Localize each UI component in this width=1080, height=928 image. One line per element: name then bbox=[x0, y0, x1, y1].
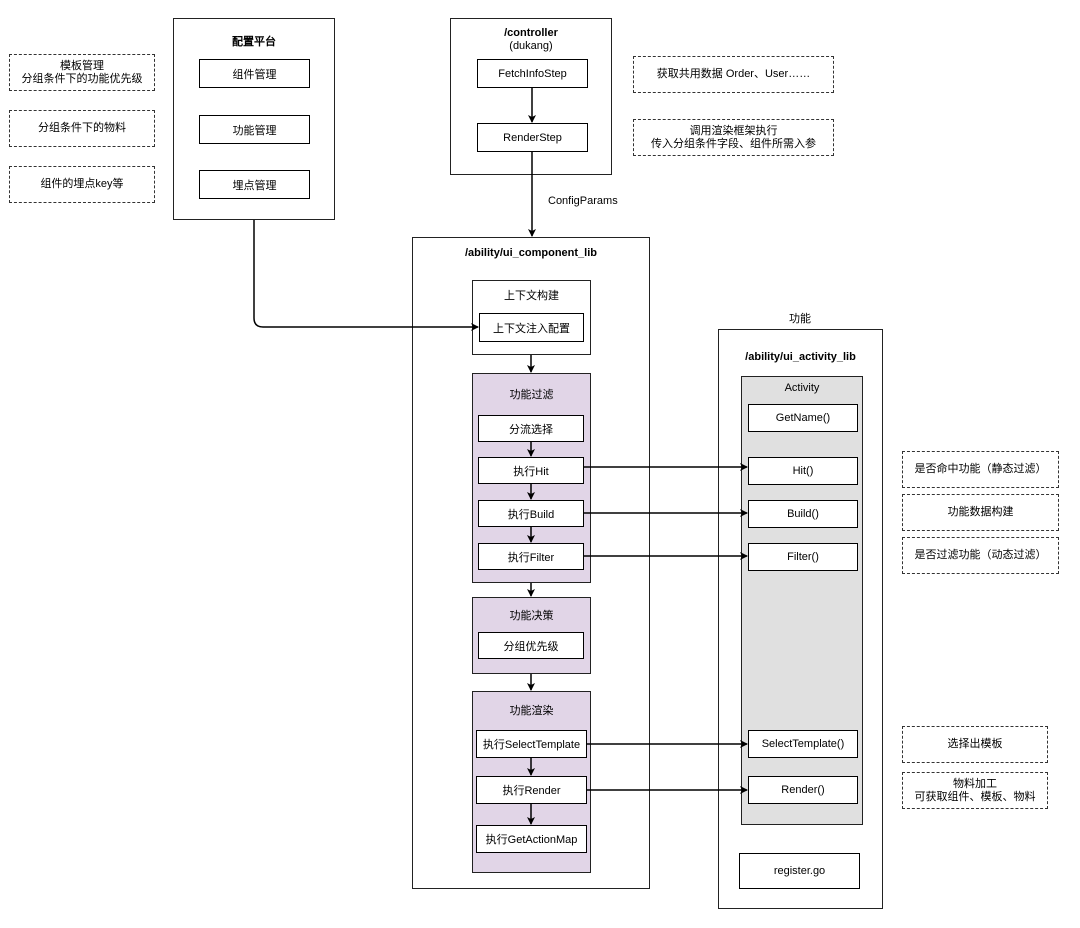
render-step-label: RenderStep bbox=[503, 131, 562, 144]
note-material-line2: 可获取组件、模板、物料 bbox=[914, 790, 1036, 803]
controller-title: /controller bbox=[504, 27, 558, 39]
exec-hit-label: 执行Hit bbox=[513, 465, 549, 478]
note-hit-text: 是否命中功能（静态过滤） bbox=[914, 463, 1047, 475]
group-priority-node: 分组优先级 bbox=[478, 632, 584, 659]
exec-build-node: 执行Build bbox=[478, 500, 584, 527]
component-lib-title: /ability/ui_component_lib bbox=[464, 247, 598, 259]
render-method-label: Render() bbox=[781, 784, 825, 796]
feature-filter-title: 功能过滤 bbox=[509, 389, 554, 401]
note-fetch-common-data: 获取共用数据 Order、User…… bbox=[633, 56, 834, 93]
select-template-method-label: SelectTemplate() bbox=[761, 738, 845, 750]
select-template-method-node: SelectTemplate() bbox=[748, 730, 858, 758]
fetch-info-step-node: FetchInfoStep bbox=[477, 59, 588, 88]
get-name-method-label: GetName() bbox=[775, 412, 831, 424]
activity-lib-label-above: 功能 bbox=[789, 313, 811, 325]
traffic-split-label: 分流选择 bbox=[509, 423, 553, 436]
note-template-line2: 分组条件下的功能优先级 bbox=[21, 72, 143, 85]
exec-filter-label: 执行Filter bbox=[507, 551, 555, 564]
component-management-label: 组件管理 bbox=[232, 68, 277, 81]
note-build-text: 功能数据构建 bbox=[947, 506, 1014, 518]
note-tracking-text: 组件的埋点key等 bbox=[40, 178, 124, 190]
build-method-node: Build() bbox=[748, 500, 858, 528]
build-method-label: Build() bbox=[787, 508, 819, 520]
exec-get-action-map-label: 执行GetActionMap bbox=[485, 834, 578, 846]
context-inject-label: 上下文注入配置 bbox=[493, 322, 570, 335]
hit-method-node: Hit() bbox=[748, 457, 858, 485]
tracking-management-node: 埋点管理 bbox=[199, 170, 310, 199]
note-filter-dynamic: 是否过滤功能（动态过滤） bbox=[902, 537, 1059, 574]
config-params-label: ConfigParams bbox=[548, 195, 618, 207]
register-go-node: register.go bbox=[739, 853, 860, 889]
group-priority-label: 分组优先级 bbox=[503, 640, 559, 653]
feature-management-label: 功能管理 bbox=[232, 124, 277, 137]
feature-decision-title: 功能决策 bbox=[509, 610, 554, 622]
note-material-text: 分组条件下的物料 bbox=[38, 122, 126, 134]
context-inject-node: 上下文注入配置 bbox=[479, 313, 584, 342]
note-hit-static-filter: 是否命中功能（静态过滤） bbox=[902, 451, 1059, 488]
filter-method-label: Filter() bbox=[787, 551, 819, 563]
render-method-node: Render() bbox=[748, 776, 858, 804]
tracking-management-label: 埋点管理 bbox=[232, 179, 277, 192]
note-template-line1: 模板管理 bbox=[60, 59, 104, 72]
filter-method-node: Filter() bbox=[748, 543, 858, 571]
activity-title: Activity bbox=[784, 382, 820, 394]
activity-lib-title: /ability/ui_activity_lib bbox=[745, 351, 856, 363]
note-select-template: 选择出模板 bbox=[902, 726, 1048, 763]
traffic-split-node: 分流选择 bbox=[478, 415, 584, 442]
render-step-node: RenderStep bbox=[477, 123, 588, 152]
note-fetch-text: 获取共用数据 Order、User…… bbox=[656, 68, 811, 80]
exec-select-template-node: 执行SelectTemplate bbox=[476, 730, 587, 758]
get-name-method-node: GetName() bbox=[748, 404, 858, 432]
note-material-line1: 物料加工 bbox=[953, 777, 997, 790]
note-material: 分组条件下的物料 bbox=[9, 110, 155, 147]
controller-subtitle: (dukang) bbox=[509, 40, 553, 52]
note-tracking: 组件的埋点key等 bbox=[9, 166, 155, 203]
exec-select-template-label: 执行SelectTemplate bbox=[482, 739, 581, 751]
feature-management-node: 功能管理 bbox=[199, 115, 310, 144]
note-filter-text: 是否过滤功能（动态过滤） bbox=[914, 549, 1047, 561]
context-build-title: 上下文构建 bbox=[504, 290, 559, 302]
feature-render-title: 功能渲染 bbox=[509, 705, 554, 717]
note-material-processing: 物料加工 可获取组件、模板、物料 bbox=[902, 772, 1048, 809]
component-management-node: 组件管理 bbox=[199, 59, 310, 88]
note-render-framework: 调用渲染框架执行 传入分组条件字段、组件所需入参 bbox=[633, 119, 834, 156]
exec-build-label: 执行Build bbox=[507, 508, 555, 521]
note-template-management: 模板管理 分组条件下的功能优先级 bbox=[9, 54, 155, 91]
register-go-label: register.go bbox=[773, 865, 826, 877]
hit-method-label: Hit() bbox=[792, 465, 814, 477]
note-render-line2: 传入分组条件字段、组件所需入参 bbox=[651, 137, 816, 150]
note-render-line1: 调用渲染框架执行 bbox=[689, 124, 778, 137]
note-select-text: 选择出模板 bbox=[947, 738, 1003, 750]
exec-render-node: 执行Render bbox=[476, 776, 587, 804]
exec-get-action-map-node: 执行GetActionMap bbox=[476, 825, 587, 853]
exec-filter-node: 执行Filter bbox=[478, 543, 584, 570]
exec-render-label: 执行Render bbox=[502, 785, 561, 797]
fetch-info-step-label: FetchInfoStep bbox=[498, 67, 567, 80]
config-platform-title: 配置平台 bbox=[232, 36, 276, 48]
exec-hit-node: 执行Hit bbox=[478, 457, 584, 484]
note-build-data: 功能数据构建 bbox=[902, 494, 1059, 531]
